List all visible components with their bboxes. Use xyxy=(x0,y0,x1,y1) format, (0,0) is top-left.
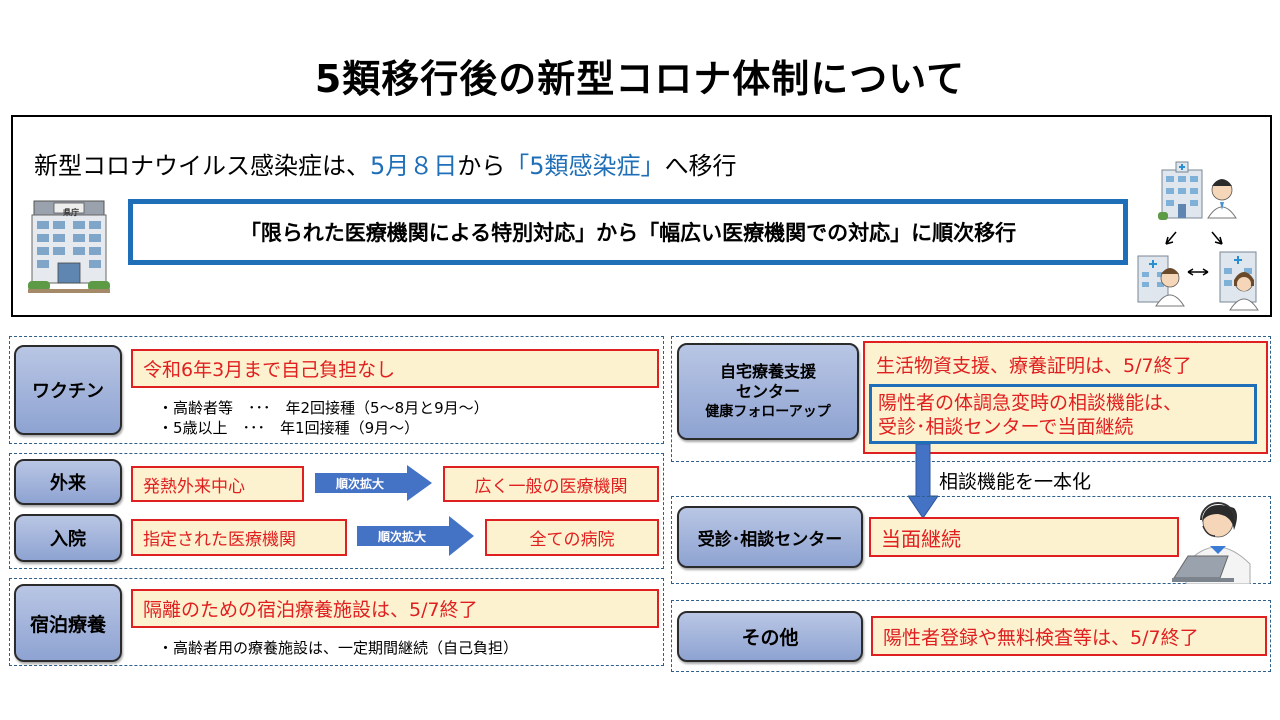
outpatient-label: 外来 xyxy=(14,459,122,505)
outpatient-expand-arrow xyxy=(315,465,432,501)
operator-illustration xyxy=(1172,500,1270,585)
other-label: その他 xyxy=(677,611,863,662)
prefecture-sign: 県庁 xyxy=(63,208,79,217)
headline: 新型コロナウイルス感染症は、5月８日から「5類感染症」へ移行 xyxy=(34,146,737,181)
headline-date: 5月８日 xyxy=(370,152,458,180)
home-care-label: 自宅療養支援 センター 健康フォローアップ xyxy=(677,343,859,440)
medical-network-illustration xyxy=(1136,160,1268,312)
headline-part3: から xyxy=(457,152,506,180)
headline-part1: 新型コロナウイルス感染症は、 xyxy=(34,152,370,180)
page-title: 5類移行後の新型コロナ体制について xyxy=(314,57,966,101)
lodging-label: 宿泊療養 xyxy=(14,584,122,662)
consult-center-main: 当面継続 xyxy=(869,517,1179,557)
consult-center-section xyxy=(671,496,1271,584)
lodging-section xyxy=(9,578,664,666)
consult-center-label: 受診･相談センター xyxy=(677,506,863,568)
other-main: 陽性者登録や無料検査等は、5/7終了 xyxy=(871,616,1267,656)
vaccine-note-age5: ・5歳以上 ･･･ 年1回接種（9月～） xyxy=(158,419,420,437)
lodging-main: 隔離のための宿泊療養施設は、5/7終了 xyxy=(131,589,659,628)
home-care-item2-line2: 受診･相談センターで当面継続 xyxy=(878,416,1134,438)
vaccine-label: ワクチン xyxy=(14,345,122,435)
merge-text: 相談機能を一本化 xyxy=(939,471,1092,493)
inpatient-from: 指定された医療機関 xyxy=(131,519,347,556)
care-section xyxy=(9,453,664,569)
outpatient-from: 発熱外来中心 xyxy=(131,466,304,502)
transition-banner: 「限られた医療機関による特別対応」から「幅広い医療機関での対応」に順次移行 xyxy=(128,199,1128,265)
inpatient-to: 全ての病院 xyxy=(485,519,659,556)
home-care-item2: 陽性者の体調急変時の相談機能は、 受診･相談センターで当面継続 xyxy=(869,384,1257,444)
outpatient-arrow-label: 順次拡大 xyxy=(336,477,385,491)
vaccine-main: 令和6年3月まで自己負担なし xyxy=(131,349,659,388)
home-care-item1: 生活物資支援、療養証明は、5/7終了 xyxy=(876,355,1192,377)
home-care-section xyxy=(671,336,1271,462)
headline-part5: へ移行 xyxy=(664,152,737,180)
home-care-item2-line1: 陽性者の体調急変時の相談機能は、 xyxy=(878,392,1183,414)
inpatient-arrow-label: 順次拡大 xyxy=(378,530,427,544)
outpatient-to: 広く一般の医療機関 xyxy=(443,466,659,502)
inpatient-label: 入院 xyxy=(14,514,122,562)
lodging-note: ・高齢者用の療養施設は、一定期間継続（自己負担） xyxy=(158,639,519,657)
home-care-label-line1: 自宅療養支援 xyxy=(719,361,816,381)
inpatient-expand-arrow xyxy=(357,516,474,556)
vaccine-section xyxy=(9,336,664,444)
vaccine-note-elderly: ・高齢者等 ･･･ 年2回接種（5～8月と9月～） xyxy=(158,399,489,417)
home-care-label-line2: センター xyxy=(735,381,800,401)
other-section xyxy=(671,600,1271,672)
prefecture-building-icon xyxy=(28,197,110,293)
headline-category: 「5類感染症」 xyxy=(505,152,665,180)
home-care-label-line3: 健康フォローアップ xyxy=(705,403,831,420)
